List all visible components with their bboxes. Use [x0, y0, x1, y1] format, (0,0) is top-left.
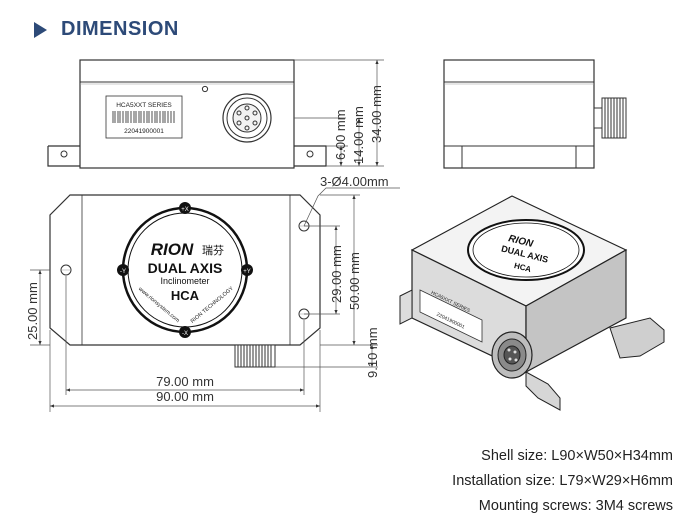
axis-px-label: +X — [181, 207, 189, 213]
dim-50mm: 50.00 mm — [347, 252, 362, 310]
dim-14mm: 14.00 mm — [351, 106, 366, 164]
dim-79mm: 79.00 mm — [156, 374, 214, 389]
iso-view: RION DUAL AXIS HCA HCA5XXT SERIES 220419… — [399, 195, 665, 411]
axis-px-marker — [179, 202, 191, 214]
dim-holes: 3-Ø4.00mm — [320, 174, 389, 189]
spec-mounting-screws: Mounting screws: 3M4 screws — [478, 498, 673, 514]
iso-label — [419, 289, 483, 343]
badge-brand-cn: 瑞芬 — [202, 243, 224, 257]
section-header: DIMENSION — [34, 18, 179, 41]
side-connector — [593, 97, 627, 139]
axis-nx-label: -X — [182, 331, 188, 337]
iso-connector — [491, 331, 533, 379]
iso-badge — [467, 219, 585, 281]
dim-9-1mm: 9.10 mm — [365, 327, 380, 378]
badge-brand: RION — [151, 240, 194, 259]
iso-model: HCA — [513, 261, 532, 274]
axis-ny-marker — [117, 264, 129, 276]
dim-90mm: 90.00 mm — [156, 389, 214, 404]
axis-ny-label: -Y — [120, 269, 126, 275]
side-view — [443, 59, 627, 169]
front-connector — [222, 93, 272, 143]
section-title: DIMENSION — [61, 18, 179, 40]
spec-installation-size: Installation size: L79×W29×H6mm — [452, 473, 673, 489]
badge-model: HCA — [171, 288, 200, 303]
dim-29mm: 29.00 mm — [329, 245, 344, 303]
dim-34mm: 34.00 mm — [369, 85, 384, 143]
triangle-bullet-icon — [34, 21, 47, 38]
axis-nx-marker — [179, 326, 191, 338]
label-serial-text: 22041900001 — [124, 128, 164, 135]
dim-25mm: 25.00 mm — [25, 282, 40, 340]
axis-py-marker — [241, 264, 253, 276]
axis-py-label: +Y — [243, 269, 251, 275]
badge-line1: DUAL AXIS — [148, 260, 223, 276]
badge-line2: Inclinometer — [160, 276, 209, 286]
bottom-connector — [234, 344, 276, 368]
spec-list: Shell size: L90×W50×H34mm Installation s… — [452, 444, 673, 519]
label-model-text: HCA5XXT SERIES — [116, 102, 172, 109]
top-view: RION 瑞芬 DUAL AXIS Inclinometer HCA www.r… — [25, 174, 400, 412]
dim-6mm: 6.00 mm — [333, 109, 348, 160]
front-view: HCA5XXT SERIES 22041900001 — [47, 59, 384, 169]
spec-shell-size: Shell size: L90×W50×H34mm — [481, 448, 673, 464]
barcode — [112, 111, 176, 123]
product-badge: RION 瑞芬 DUAL AXIS Inclinometer HCA www.r… — [117, 202, 253, 338]
